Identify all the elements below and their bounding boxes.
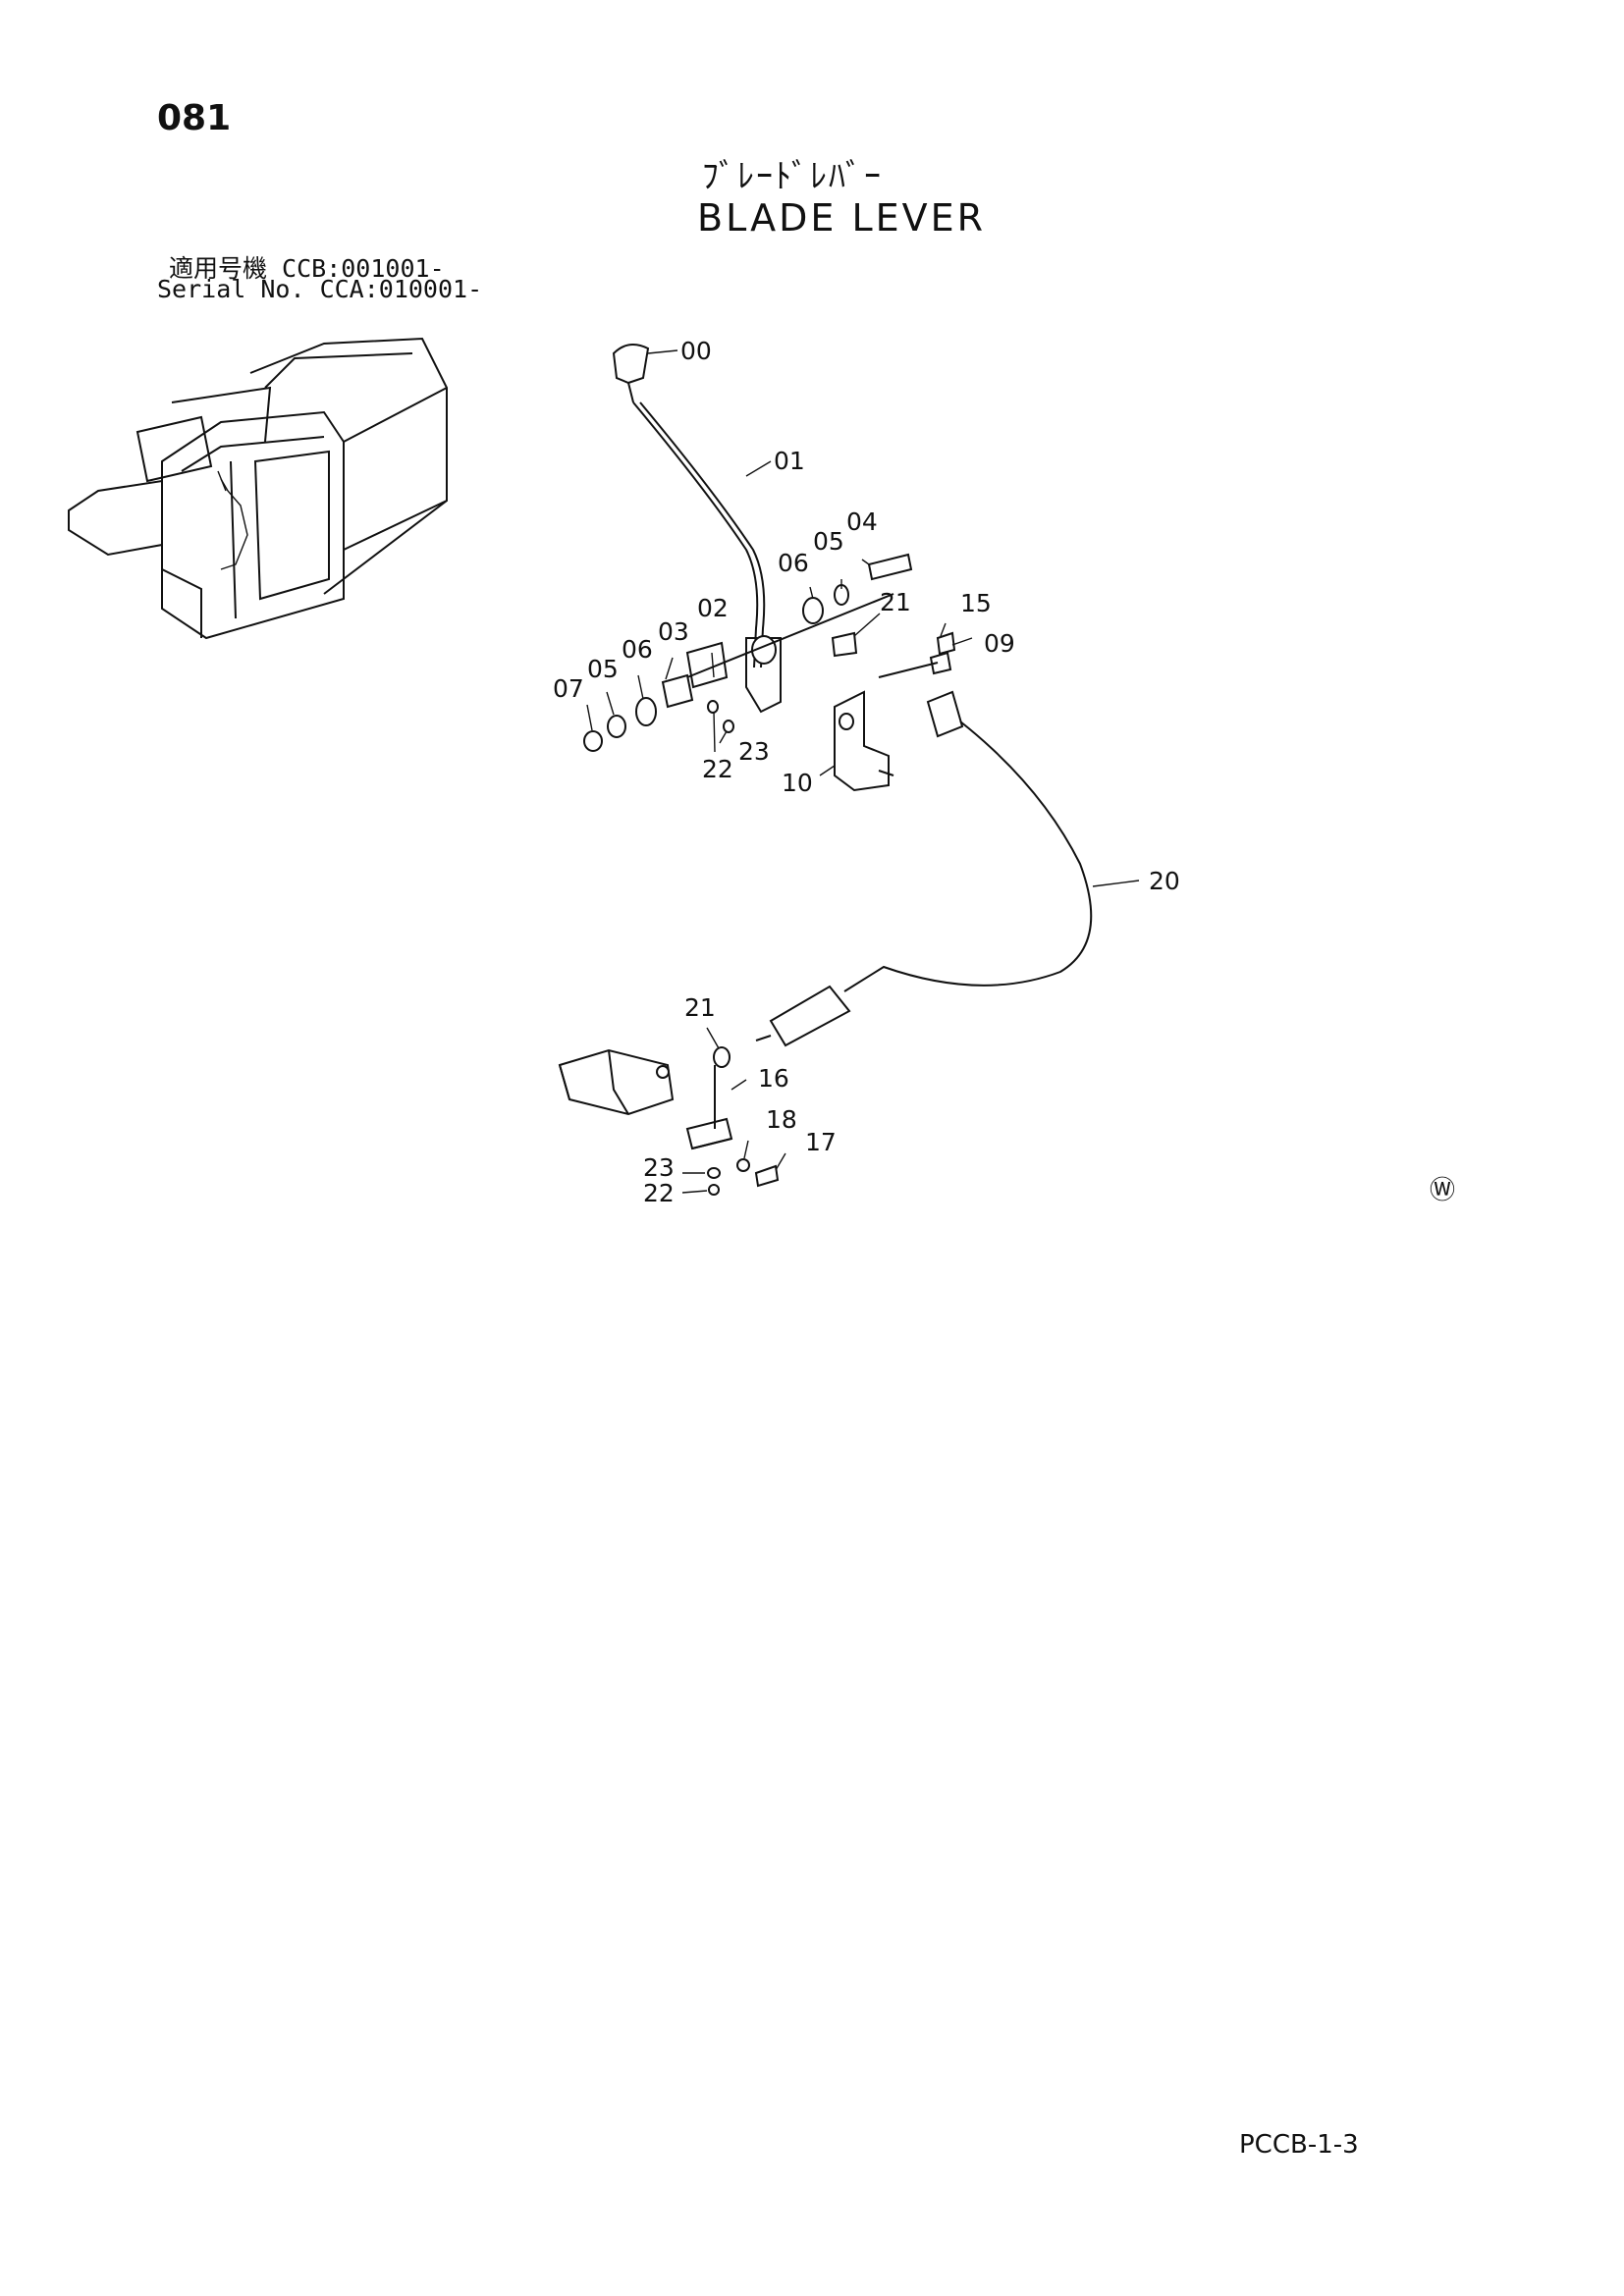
title-english: BLADE LEVER [697, 196, 987, 240]
callout-15: 15 [960, 589, 992, 617]
callout-06-lower: 06 [622, 635, 653, 664]
callout-22-lower: 22 [643, 1179, 675, 1207]
callout-09: 09 [984, 629, 1015, 658]
callout-23-upper: 23 [738, 737, 770, 766]
callout-22-upper: 22 [702, 755, 733, 783]
callout-20: 20 [1149, 867, 1180, 895]
callout-02: 02 [697, 594, 729, 622]
control-cable-20 [755, 662, 1093, 1047]
page-footer-code: PCCB-1-3 [1239, 2130, 1359, 2160]
watermark-w-symbol: Ⓦ [1430, 1176, 1455, 1205]
applicable-serial-japanese: 適用号機 CCB:001001- [169, 254, 445, 283]
callout-00: 00 [680, 337, 712, 365]
callout-labels: 00 01 02 03 04 05 05 06 06 07 09 10 15 1… [553, 337, 1455, 1207]
leader-lines [586, 349, 1140, 1194]
callout-21-lower: 21 [684, 993, 716, 1022]
machine-overview-sketch [68, 337, 448, 640]
lever-assembly [612, 344, 782, 714]
callout-16: 16 [758, 1064, 789, 1093]
callout-10: 10 [782, 769, 813, 797]
applicable-serial-english: Serial No. CCA:010001- [157, 275, 483, 303]
callout-05-upper: 05 [813, 527, 844, 556]
callout-05-lower: 05 [587, 655, 619, 683]
lower-bracket-assembly [558, 1046, 780, 1196]
hardware-parts [583, 553, 956, 752]
callout-18: 18 [766, 1105, 797, 1134]
page-number: 081 [157, 98, 232, 138]
callout-17: 17 [805, 1128, 837, 1156]
callout-07: 07 [553, 674, 584, 703]
callout-21-upper: 21 [880, 588, 911, 616]
callout-23-lower: 23 [643, 1153, 675, 1182]
bracket-10 [834, 690, 894, 792]
callout-06-upper: 06 [778, 549, 809, 577]
title-japanese: ﾌﾞﾚｰﾄﾞﾚﾊﾞｰ [702, 157, 883, 196]
callout-01: 01 [774, 447, 805, 475]
callout-03: 03 [658, 617, 689, 646]
callout-04: 04 [846, 507, 878, 536]
